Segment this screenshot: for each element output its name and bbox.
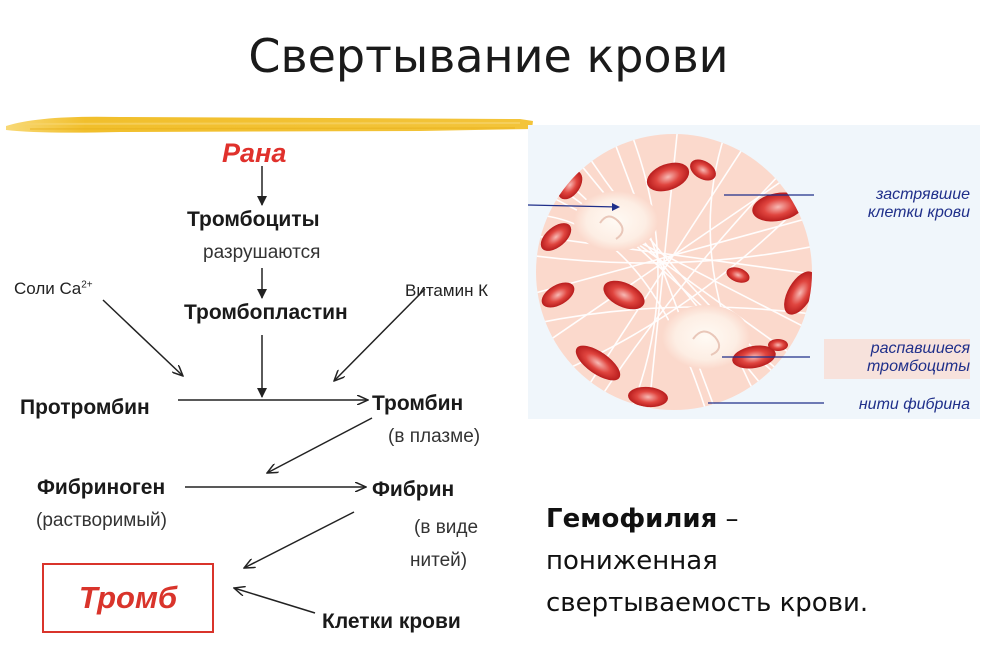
slide-title: Свертывание крови xyxy=(248,29,729,83)
node-prothrombin: Протромбин xyxy=(20,396,150,419)
callout-trapped-line1: застрявшие xyxy=(876,186,970,203)
arrow-calcium xyxy=(102,299,183,376)
callout-platelets-bg xyxy=(824,339,970,379)
node-wound: Рана xyxy=(222,138,287,168)
node-vitamin: Витамин К xyxy=(405,281,489,300)
calcium-charge: 2+ xyxy=(81,279,93,291)
thrombus-label: Тромб xyxy=(78,580,178,615)
hemophilia-dash: – xyxy=(717,504,739,534)
node-thrombin: Тромбин xyxy=(372,392,464,415)
callout-fibrin-threads: нити фибрина xyxy=(858,396,970,413)
node-thrombus: Тромб xyxy=(42,563,214,633)
hemophilia-line1: Гемофилия – xyxy=(546,498,868,540)
thrombin-note: (в плазме) xyxy=(388,426,481,447)
callout-trapped-cells: застрявшие клетки крови xyxy=(820,186,970,222)
hemophilia-definition: Гемофилия – пониженная свертываемость кр… xyxy=(546,498,868,624)
fibrin-clot-drawing xyxy=(528,134,824,410)
arrow-cells-thrombus xyxy=(234,588,316,614)
node-platelets: Тромбоциты xyxy=(187,208,320,231)
callout-platelets-line2: тромбоциты xyxy=(867,358,970,375)
arrow-vitamin xyxy=(334,288,426,381)
platelets-note: разрушаются xyxy=(203,242,321,263)
node-calcium: Соли Ca2+ xyxy=(14,279,93,299)
arrow-fibrin-thrombus xyxy=(244,511,355,568)
pointer-arrow-left xyxy=(528,204,619,208)
callout-trapped-line2: клетки крови xyxy=(867,204,970,221)
callout-platelets-line1: распавшиеся xyxy=(870,340,970,357)
node-fibrin: Фибрин xyxy=(372,478,455,501)
node-blood-cells: Клетки крови xyxy=(322,610,461,633)
fibrin-note-line1: (в виде xyxy=(414,517,479,538)
hemophilia-line2: пониженная xyxy=(546,546,718,576)
flow-arrows xyxy=(102,166,426,614)
callout-platelets: распавшиеся тромбоциты xyxy=(820,340,970,376)
node-thromboplastin: Тромбопластин xyxy=(184,301,348,324)
highlighter-stroke xyxy=(6,116,533,133)
arrow-thrombin-fibrinogen xyxy=(267,417,373,473)
fibrinogen-note: (растворимый) xyxy=(36,510,167,531)
calcium-label: Соли Ca xyxy=(14,279,82,298)
hemophilia-term: Гемофилия xyxy=(546,504,718,534)
node-fibrinogen: Фибриноген xyxy=(37,476,166,499)
fibrin-note-line2: нитей) xyxy=(410,550,468,571)
hemophilia-line3: свертываемость крови. xyxy=(546,588,869,618)
